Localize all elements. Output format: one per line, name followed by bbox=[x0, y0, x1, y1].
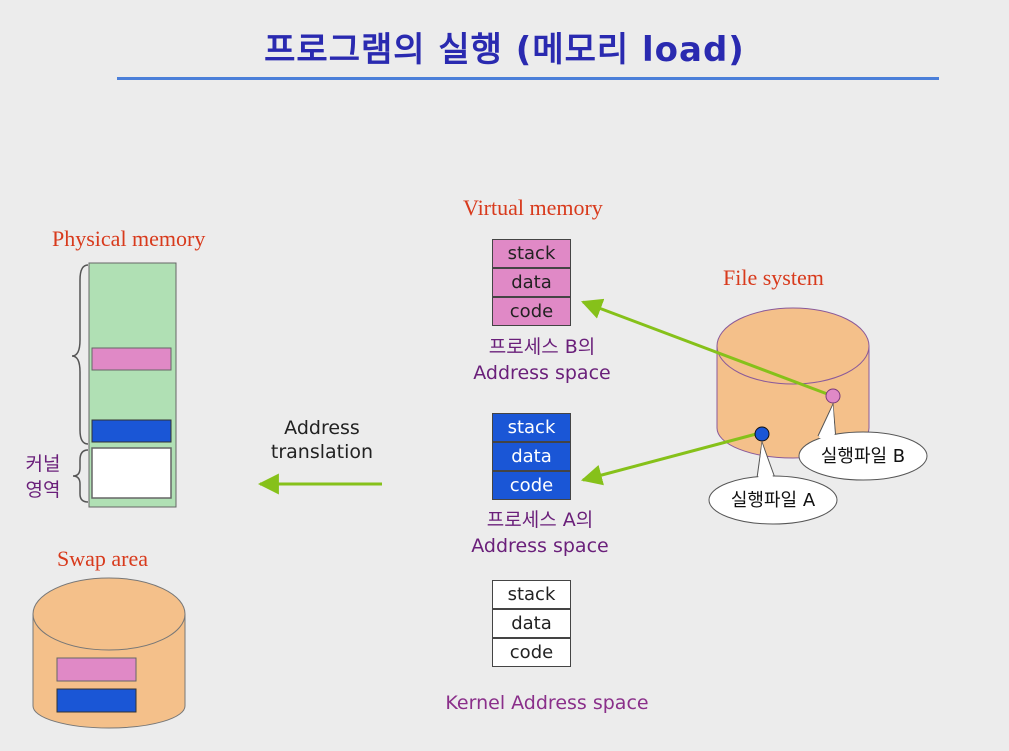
process-a-caption-line2: Address space bbox=[471, 535, 609, 557]
kernel-code-segment: code bbox=[492, 638, 571, 667]
kernel-address-space: stack data code bbox=[492, 580, 571, 667]
virtual-memory-label: Virtual memory bbox=[463, 195, 603, 220]
title-underline bbox=[117, 77, 939, 80]
load-arrow-process-a bbox=[580, 431, 761, 486]
process-b-caption: 프로세스 B의 Address space bbox=[452, 334, 632, 386]
kernel-stack-segment: stack bbox=[492, 580, 571, 609]
physical-memory-process-a-block bbox=[91, 419, 172, 443]
physical-memory-kernel-region bbox=[91, 447, 172, 499]
process-b-caption-line2: Address space bbox=[473, 362, 611, 384]
kernel-region-label: 커널 영역 bbox=[20, 451, 66, 503]
process-a-data-segment: data bbox=[492, 442, 571, 471]
physical-memory-label: Physical memory bbox=[52, 226, 206, 251]
process-b-stack-segment: stack bbox=[492, 239, 571, 268]
address-translation-line2: translation bbox=[270, 441, 374, 463]
file-system-label: File system bbox=[723, 265, 824, 290]
physical-memory-process-b-block bbox=[91, 347, 172, 371]
address-translation-line1: Address bbox=[284, 417, 360, 439]
kernel-region-brace bbox=[72, 449, 89, 503]
callout-executable-b: 실행파일 B bbox=[798, 402, 928, 481]
process-a-caption: 프로세스 A의 Address space bbox=[450, 507, 630, 559]
swap-area-label: Swap area bbox=[57, 546, 149, 571]
kernel-region-label-line2: 영역 bbox=[25, 479, 61, 501]
process-a-address-space: stack data code bbox=[492, 413, 571, 500]
process-a-caption-line1: 프로세스 A의 bbox=[486, 509, 594, 531]
kernel-region-label-line1: 커널 bbox=[25, 453, 61, 475]
file-system-disk bbox=[716, 307, 870, 459]
executable-a-dot bbox=[754, 426, 770, 442]
executable-b-dot bbox=[825, 388, 841, 404]
user-region-brace bbox=[71, 264, 89, 445]
address-translation-label: Address translation bbox=[262, 416, 382, 464]
callout-executable-a-text: 실행파일 A bbox=[731, 490, 816, 511]
process-a-stack-segment: stack bbox=[492, 413, 571, 442]
kernel-data-segment: data bbox=[492, 609, 571, 638]
swap-process-a-block bbox=[56, 688, 137, 713]
kernel-address-space-caption: Kernel Address space bbox=[445, 692, 649, 714]
process-b-caption-line1: 프로세스 B의 bbox=[488, 336, 596, 358]
process-a-code-segment: code bbox=[492, 471, 571, 500]
process-b-data-segment: data bbox=[492, 268, 571, 297]
load-arrow-process-b bbox=[581, 298, 831, 397]
page-title: 프로그램의 실행 (메모리 load) bbox=[264, 30, 745, 70]
process-b-code-segment: code bbox=[492, 297, 571, 326]
callout-executable-a: 실행파일 A bbox=[708, 441, 838, 525]
process-b-address-space: stack data code bbox=[492, 239, 571, 326]
swap-process-b-block bbox=[56, 657, 137, 682]
callout-executable-b-text: 실행파일 B bbox=[821, 446, 905, 467]
